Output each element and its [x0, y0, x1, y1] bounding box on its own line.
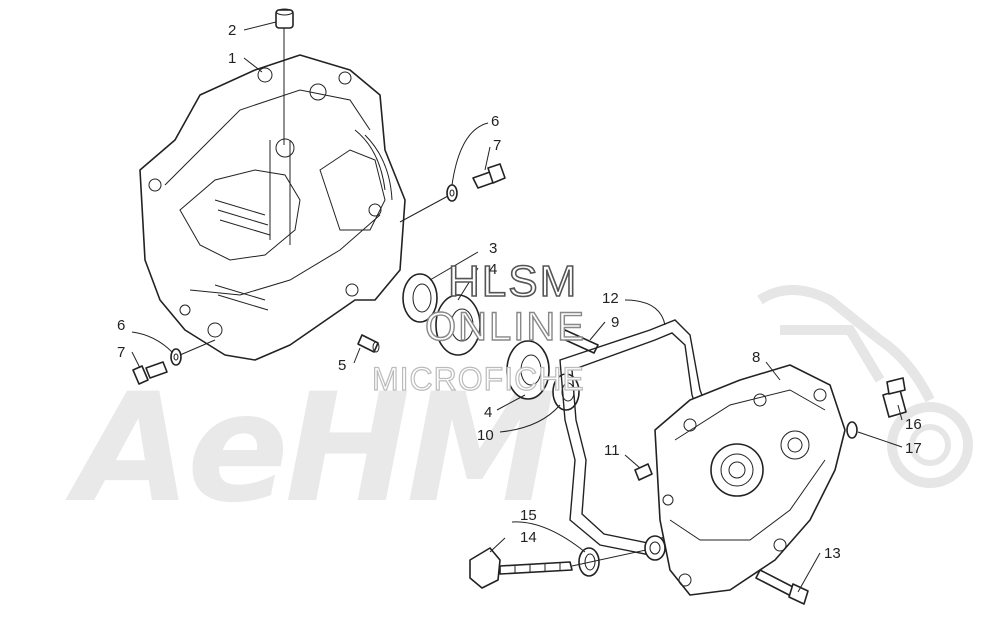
callout-17: 17	[905, 440, 922, 457]
callout-8: 8	[752, 349, 760, 366]
dowel-part-11	[634, 463, 653, 481]
callout-12: 12	[602, 290, 619, 307]
callout-9: 9	[611, 314, 619, 331]
watermark-brand: AeHM	[65, 362, 553, 536]
left-crankcase-half	[139, 54, 406, 361]
callout-4-lower: 4	[484, 404, 492, 421]
callout-2: 2	[228, 22, 236, 39]
callout-16: 16	[905, 416, 922, 433]
bearing-part-4-lower	[506, 340, 550, 400]
callout-11: 11	[604, 442, 620, 459]
watermark-hlsm: HLSM	[448, 257, 578, 306]
dowel-pin-part-9	[560, 329, 599, 354]
callout-1: 1	[228, 50, 236, 67]
watermark-motorcycle	[757, 285, 973, 488]
callout-14: 14	[520, 529, 537, 546]
callout-3: 3	[489, 240, 497, 257]
callout-7-lower: 7	[117, 344, 125, 361]
callout-7-upper: 7	[493, 137, 501, 154]
callout-10: 10	[477, 427, 494, 444]
bolt-part-7-upper	[472, 163, 506, 189]
right-crankcase-half	[654, 364, 846, 596]
dowel-pin-part-5	[357, 334, 380, 353]
callout-13: 13	[824, 545, 841, 562]
callout-4-upper: 4	[489, 261, 497, 278]
washer-part-6-lower	[170, 348, 182, 366]
filler-neck	[644, 535, 666, 561]
washer-part-6-upper	[446, 184, 458, 202]
oil-seal-part-3	[402, 273, 438, 323]
watermark-hlsm-online: HLSM ONLINE MICROFICHE	[371, 256, 586, 397]
callout-5: 5	[338, 357, 346, 374]
bushing-part-2	[275, 8, 294, 29]
bolt-part-7-lower	[132, 361, 168, 385]
bearing-part-4-upper	[435, 294, 481, 356]
o-ring-part-17	[846, 421, 858, 439]
callout-15: 15	[520, 507, 537, 524]
plug-part-16	[882, 377, 907, 418]
watermark-online: ONLINE	[425, 305, 586, 349]
watermark-microfiche: MICROFICHE	[372, 361, 585, 397]
callout-6-lower: 6	[117, 317, 125, 334]
dipstick-part-14	[469, 547, 573, 589]
callout-6-upper: 6	[491, 113, 499, 130]
bolt-part-13	[755, 569, 809, 605]
